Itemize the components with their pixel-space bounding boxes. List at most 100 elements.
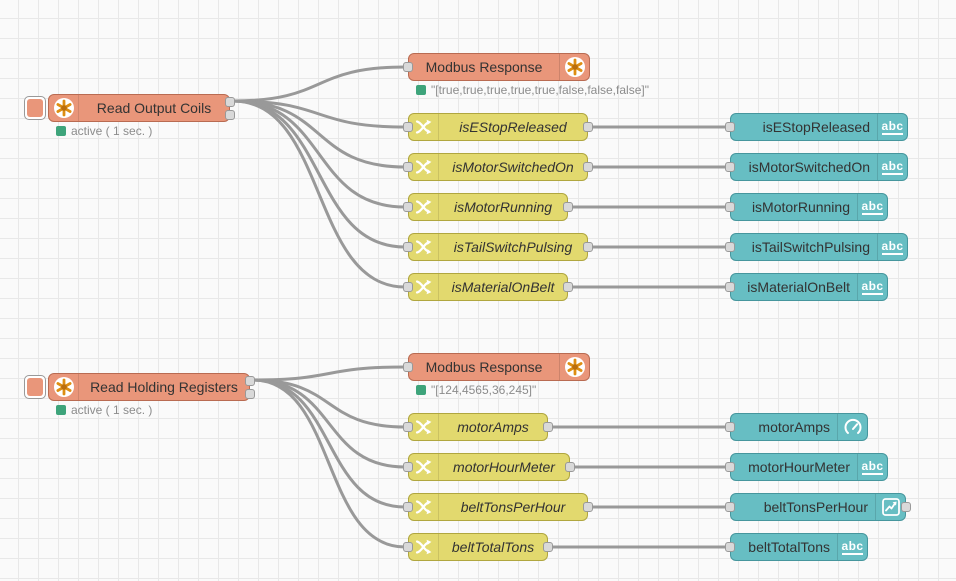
abc-icon: abc — [877, 154, 907, 180]
output-port[interactable] — [583, 122, 593, 132]
node-change-motor-hour-meter[interactable]: motorHourMeter — [403, 453, 575, 481]
node-change-is-motor-running[interactable]: isMotorRunning — [403, 193, 573, 221]
output-port[interactable] — [245, 389, 255, 399]
wire[interactable] — [231, 99, 407, 129]
node-change-is-motor-switched-on[interactable]: isMotorSwitchedOn — [403, 153, 593, 181]
node-label: isMaterialOnBelt — [451, 279, 555, 295]
status-text: active ( 1 sec. ) — [71, 403, 153, 417]
node-label: motorHourMeter — [453, 459, 555, 475]
node-label: Modbus Response — [425, 359, 543, 375]
node-ui-chart-belt-tons-per-hour[interactable]: beltTonsPerHour — [725, 493, 911, 521]
status-dot — [56, 126, 66, 136]
output-port[interactable] — [583, 502, 593, 512]
shuffle-icon — [409, 454, 439, 480]
node-trigger-button[interactable] — [24, 375, 46, 399]
node-ui-text-is-motor-switched-on[interactable]: isMotorSwitchedOn abc — [725, 153, 908, 181]
output-port[interactable] — [543, 542, 553, 552]
node-label: isMotorSwitchedOn — [748, 159, 870, 175]
node-label: beltTotalTons — [748, 539, 830, 555]
node-ui-text-belt-total-tons[interactable]: beltTotalTons abc — [725, 533, 868, 561]
output-port[interactable] — [225, 110, 235, 120]
wire[interactable] — [231, 65, 407, 103]
input-port[interactable] — [403, 542, 413, 552]
wire[interactable] — [251, 378, 407, 549]
status-dot — [56, 405, 66, 415]
output-port[interactable] — [225, 97, 235, 107]
input-port[interactable] — [725, 202, 735, 212]
input-port[interactable] — [403, 122, 413, 132]
shuffle-icon — [409, 154, 439, 180]
output-port[interactable] — [543, 422, 553, 432]
output-port[interactable] — [565, 462, 575, 472]
input-port[interactable] — [403, 202, 413, 212]
input-port[interactable] — [725, 422, 735, 432]
input-port[interactable] — [725, 282, 735, 292]
node-ui-gauge-motor-amps[interactable]: motorAmps — [725, 413, 868, 441]
input-port[interactable] — [725, 162, 735, 172]
gauge-icon — [837, 414, 867, 440]
node-label: isMotorRunning — [751, 199, 850, 215]
abc-icon: abc — [877, 234, 907, 260]
abc-icon: abc — [837, 534, 867, 560]
node-modbus-response-registers[interactable]: Modbus Response — [403, 353, 590, 381]
status-dot — [416, 385, 426, 395]
abc-icon: abc — [877, 114, 907, 140]
status-text: "[true,true,true,true,true,false,false,f… — [431, 83, 649, 97]
node-modbus-response-coils[interactable]: Modbus Response — [403, 53, 590, 81]
node-change-belt-total-tons[interactable]: beltTotalTons — [403, 533, 553, 561]
input-port[interactable] — [725, 462, 735, 472]
wire[interactable] — [251, 378, 407, 429]
node-label: beltTonsPerHour — [460, 499, 566, 515]
node-label: Read Output Coils — [96, 100, 212, 116]
node-label: isTailSwitchPulsing — [453, 239, 573, 255]
input-port[interactable] — [403, 502, 413, 512]
input-port[interactable] — [403, 462, 413, 472]
node-trigger-button[interactable] — [24, 96, 46, 120]
input-port[interactable] — [403, 162, 413, 172]
wire[interactable] — [231, 99, 407, 169]
wire[interactable] — [231, 99, 407, 249]
node-change-is-estop-released[interactable]: isEStopReleased — [403, 113, 593, 141]
output-port[interactable] — [583, 242, 593, 252]
node-label: Modbus Response — [425, 59, 543, 75]
node-modbus-read-output-coils[interactable]: Read Output Coils — [24, 94, 235, 122]
input-port[interactable] — [725, 502, 735, 512]
abc-icon: abc — [857, 274, 887, 300]
modbus-flower-icon — [559, 354, 589, 380]
output-port[interactable] — [901, 502, 911, 512]
wire[interactable] — [251, 378, 407, 509]
input-port[interactable] — [725, 542, 735, 552]
wire[interactable] — [251, 365, 407, 382]
node-change-motor-amps[interactable]: motorAmps — [403, 413, 553, 441]
output-port[interactable] — [583, 162, 593, 172]
shuffle-icon — [409, 194, 439, 220]
modbus-flower-icon — [49, 95, 79, 121]
node-change-is-tail-switch-pulsing[interactable]: isTailSwitchPulsing — [403, 233, 593, 261]
input-port[interactable] — [403, 362, 413, 372]
wire[interactable] — [231, 99, 407, 209]
output-port[interactable] — [245, 376, 255, 386]
node-change-belt-tons-per-hour[interactable]: beltTonsPerHour — [403, 493, 593, 521]
wire[interactable] — [231, 99, 407, 289]
input-port[interactable] — [403, 422, 413, 432]
output-port[interactable] — [563, 202, 573, 212]
input-port[interactable] — [403, 62, 413, 72]
node-label: motorHourMeter — [748, 459, 850, 475]
input-port[interactable] — [725, 122, 735, 132]
node-modbus-read-holding-registers[interactable]: Read Holding Registers — [24, 373, 255, 401]
input-port[interactable] — [725, 242, 735, 252]
node-label: isMotorSwitchedOn — [452, 159, 574, 175]
input-port[interactable] — [403, 282, 413, 292]
node-change-is-material-on-belt[interactable]: isMaterialOnBelt — [403, 273, 573, 301]
input-port[interactable] — [403, 242, 413, 252]
node-label: motorAmps — [457, 419, 529, 435]
wire[interactable] — [251, 378, 407, 469]
output-port[interactable] — [563, 282, 573, 292]
